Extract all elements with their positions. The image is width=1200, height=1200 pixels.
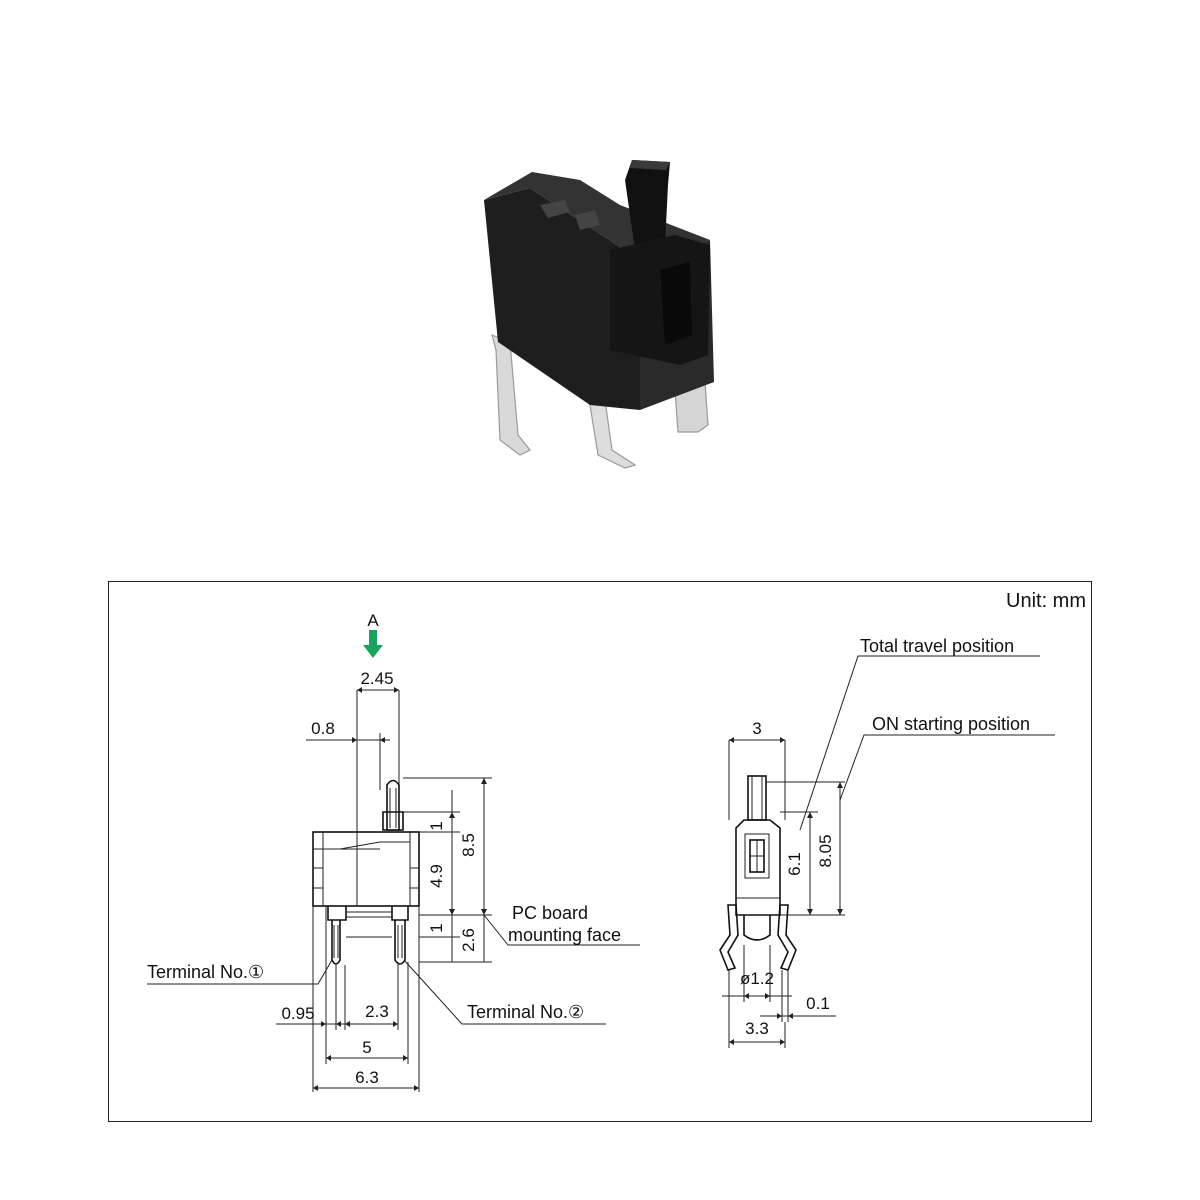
side-view: 3 6.1 8.05 Total travel position ON star… <box>719 636 1055 1048</box>
arrow-a-label: A <box>367 611 379 630</box>
on-starting-label: ON starting position <box>872 714 1030 734</box>
front-plunger <box>386 779 400 831</box>
pc-board-label-line1: PC board <box>512 903 588 923</box>
dim-0-95: 0.95 <box>281 1004 314 1023</box>
total-travel-label: Total travel position <box>860 636 1014 656</box>
product-photo <box>484 160 714 469</box>
terminal-1-label: Terminal No.① <box>147 962 264 982</box>
arrow-down-icon <box>363 630 383 658</box>
front-terminal-2 <box>391 906 409 965</box>
terminal-2-label: Terminal No.② <box>467 1002 584 1022</box>
dim-2-45: 2.45 <box>360 669 393 688</box>
pc-board-label-line2: mounting face <box>508 925 621 945</box>
dim-3-3: 3.3 <box>745 1019 769 1038</box>
side-terminal-left <box>719 904 739 971</box>
dim-dia-1-2: ø1.2 <box>740 969 774 988</box>
dim-5: 5 <box>362 1038 371 1057</box>
dim-4-9: 4.9 <box>427 864 446 888</box>
front-terminal-1 <box>327 906 347 965</box>
dim-2-6: 2.6 <box>459 928 478 952</box>
dim-8-5: 8.5 <box>459 833 478 857</box>
side-plunger <box>747 775 767 821</box>
front-body <box>312 831 420 907</box>
dim-3: 3 <box>752 719 761 738</box>
unit-label: Unit: mm <box>1006 590 1086 612</box>
drawing-frame <box>108 581 1092 1122</box>
dim-6-3: 6.3 <box>355 1068 379 1087</box>
dim-1-top: 1 <box>427 821 446 830</box>
dim-1-low: 1 <box>427 923 446 932</box>
dim-0-1: 0.1 <box>806 994 830 1013</box>
dim-2-3: 2.3 <box>365 1002 389 1021</box>
dim-8-05: 8.05 <box>816 834 835 867</box>
detector-switch-photo-icon <box>484 160 714 469</box>
front-view: A 2.45 0.8 1 8.5 4.9 1 2.6 <box>147 611 640 1092</box>
dim-6-1: 6.1 <box>785 852 804 876</box>
dim-0-8: 0.8 <box>311 719 335 738</box>
